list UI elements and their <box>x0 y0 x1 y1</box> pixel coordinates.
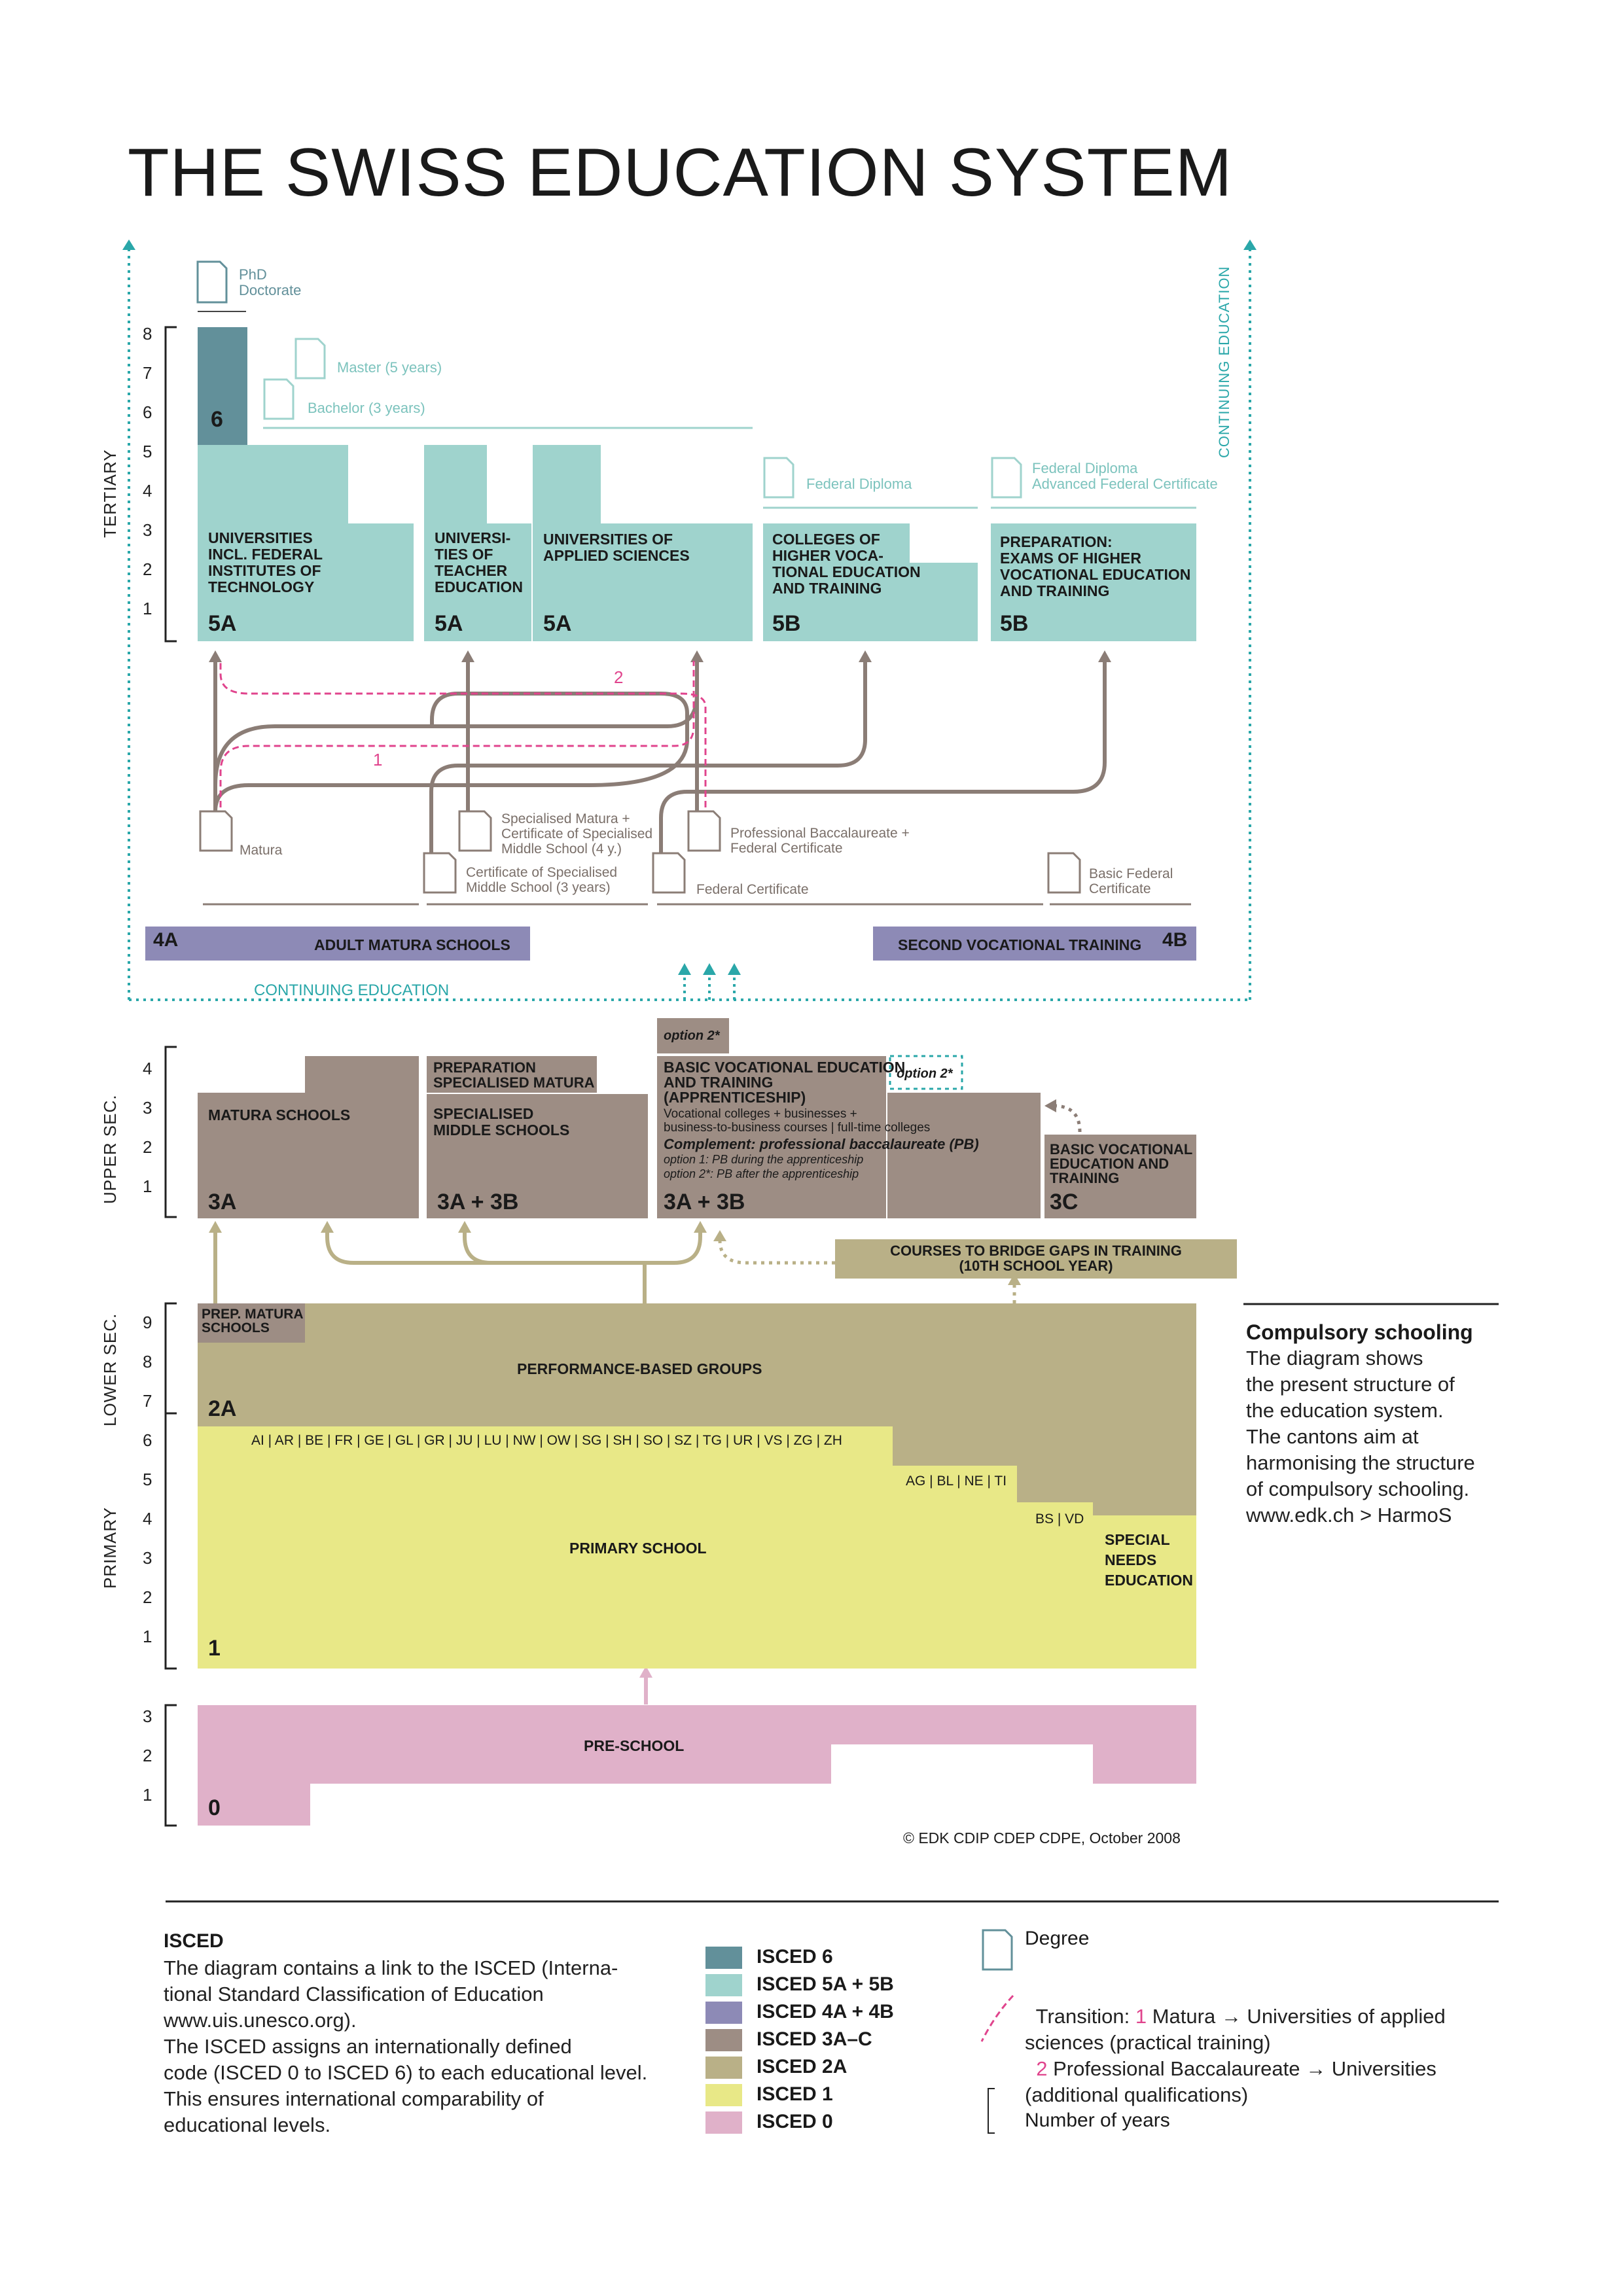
matura-cert-label: Matura <box>240 843 283 858</box>
cantons-4: BS | VD <box>1035 1511 1084 1527</box>
cantons-5: AG | BL | NE | TI <box>906 1474 1007 1489</box>
matura-schools-block <box>305 1056 419 1218</box>
master-label: Master (5 years) <box>337 359 442 376</box>
upper-sec-axis-label: UPPER SEC. <box>100 1094 120 1205</box>
universities-label: UNIVERSITIES INCL. FEDERAL INSTITUTES OF… <box>208 529 323 595</box>
cantons-6: AI | AR | BE | FR | GE | GL | GR | JU | … <box>251 1433 842 1448</box>
legend-swatch <box>705 1947 742 1969</box>
advanced-federal-label: Federal Diploma Advanced Federal Certifi… <box>1032 460 1218 492</box>
prep-matura-label: PREP. MATURA SCHOOLS <box>202 1307 304 1335</box>
isced6-code: 6 <box>211 407 223 432</box>
applied-sciences-label: UNIVERSITIES OF APPLIED SCIENCES <box>543 531 690 564</box>
isced-text: The diagram contains a link to the ISCED… <box>164 1956 648 2136</box>
legend-label: ISCED 1 <box>757 2083 833 2105</box>
specialised-middle-label: Certificate of Specialised Middle School… <box>466 865 618 895</box>
lower-sec-axis-label: LOWER SEC. <box>100 1313 120 1426</box>
isced-heading: ISCED <box>164 1930 224 1952</box>
federal-diploma-label: Federal Diploma <box>806 476 912 492</box>
bvet-sub: Vocational colleges + businesses + busin… <box>664 1107 931 1135</box>
preparation-label: PREPARATION: EXAMS OF HIGHER VOCATIONAL … <box>1000 533 1191 599</box>
bvet-short-block <box>1044 1135 1196 1218</box>
arrow-up-icon <box>1243 239 1257 250</box>
bridge-block <box>835 1239 1237 1279</box>
legend-label: ISCED 3A–C <box>757 2028 872 2050</box>
arrow-up-icon <box>122 239 135 250</box>
continuing-education-frame <box>128 249 1251 1001</box>
special-needs-label: SPECIAL NEEDS EDUCATION <box>1105 1531 1194 1589</box>
legend-label: ISCED 2A <box>757 2056 847 2077</box>
continuing-education-bottom: CONTINUING EDUCATION <box>254 981 450 999</box>
isced6-block <box>198 327 247 445</box>
tertiary-axis-label: TERTIARY <box>100 449 120 538</box>
legend-label: ISCED 6 <box>757 1946 833 1968</box>
option2-block <box>657 1018 729 1053</box>
bvet-complement: Complement: professional baccalaureate (… <box>664 1136 979 1152</box>
performance-label: PERFORMANCE-BASED GROUPS <box>517 1360 762 1377</box>
second-vocational-block <box>873 927 1196 961</box>
bvet-block <box>887 1093 1041 1218</box>
second-vocational-label: SECOND VOCATIONAL TRAINING <box>898 936 1142 953</box>
legend-swatch <box>705 2002 742 2024</box>
bridge-label: COURSES TO BRIDGE GAPS IN TRAINING (10TH… <box>890 1243 1182 1274</box>
specialised-middle-label: SPECIALISED MIDDLE SCHOOLS <box>433 1105 570 1139</box>
bvet-short-label: BASIC VOCATIONAL EDUCATION AND TRAINING <box>1050 1141 1193 1186</box>
federal-cert-label: Federal Certificate <box>696 882 809 897</box>
primary-block <box>1017 1502 1093 1669</box>
colleges-label: COLLEGES OF HIGHER VOCA- TIONAL EDUCATIO… <box>772 531 921 597</box>
transition-key-2: 2 Professional Baccalaureate → Universit… <box>1025 2057 1436 2106</box>
bvet-title: BASIC VOCATIONAL EDUCATION AND TRAINING … <box>664 1059 906 1106</box>
continuing-education-vertical: CONTINUING EDUCATION <box>1216 266 1232 458</box>
teacher-education-block <box>424 523 531 641</box>
legend-swatch <box>705 2029 742 2051</box>
primary-axis-label: PRIMARY <box>100 1507 120 1589</box>
phd-label: PhD Doctorate <box>239 266 302 298</box>
degree-key: Degree <box>1025 1928 1090 1949</box>
legend-label: ISCED 0 <box>757 2111 833 2132</box>
preschool-block <box>198 1784 310 1826</box>
bachelor-label: Bachelor (3 years) <box>308 400 425 416</box>
specialised-matura-label: Specialised Matura + Certificate of Spec… <box>501 811 653 857</box>
special-needs-block <box>1093 1515 1196 1669</box>
legend-label: ISCED 5A + 5B <box>757 1973 894 1995</box>
phd-doc-icon <box>196 260 228 304</box>
page-title: THE SWISS EDUCATION SYSTEM <box>128 135 1233 211</box>
primary-school-label: PRIMARY SCHOOL <box>569 1540 707 1557</box>
prep-matura-block <box>198 1303 305 1343</box>
adult-matura-label: ADULT MATURA SCHOOLS <box>314 936 510 953</box>
teacher-education-label: UNIVERSI- TIES OF TEACHER EDUCATION <box>435 529 524 595</box>
prep-specialised-label: PREPARATION SPECIALISED MATURA <box>433 1059 595 1091</box>
basic-federal-label: Basic Federal Certificate <box>1089 866 1173 896</box>
preschool-label: PRE-SCHOOL <box>584 1737 685 1754</box>
adult-matura-block <box>145 927 530 961</box>
universities-block <box>198 523 414 641</box>
compulsory-heading: Compulsory schooling <box>1246 1320 1473 1344</box>
applied-sciences-block <box>533 523 753 641</box>
legend-swatch <box>705 2111 742 2134</box>
legend-swatch <box>705 2084 742 2106</box>
years-key: Number of years <box>1025 2110 1170 2131</box>
prep-specialised-block <box>427 1056 597 1093</box>
preparation-block <box>991 523 1196 641</box>
legend-swatch <box>705 2057 742 2079</box>
compulsory-text: The diagram shows the present structure … <box>1246 1347 1475 1527</box>
colleges-block <box>763 563 978 641</box>
legend-swatch <box>705 1974 742 1996</box>
matura-schools-label: MATURA SCHOOLS <box>208 1106 351 1123</box>
prof-bacc-label: Professional Baccalaureate + Federal Cer… <box>730 826 910 856</box>
specialised-middle-block <box>427 1094 648 1218</box>
transition-key-1: Transition: 1 Matura → Universities of a… <box>1025 2005 1446 2054</box>
copyright: © EDK CDIP CDEP CDPE, October 2008 <box>903 1829 1181 1846</box>
legend-label: ISCED 4A + 4B <box>757 2001 894 2022</box>
